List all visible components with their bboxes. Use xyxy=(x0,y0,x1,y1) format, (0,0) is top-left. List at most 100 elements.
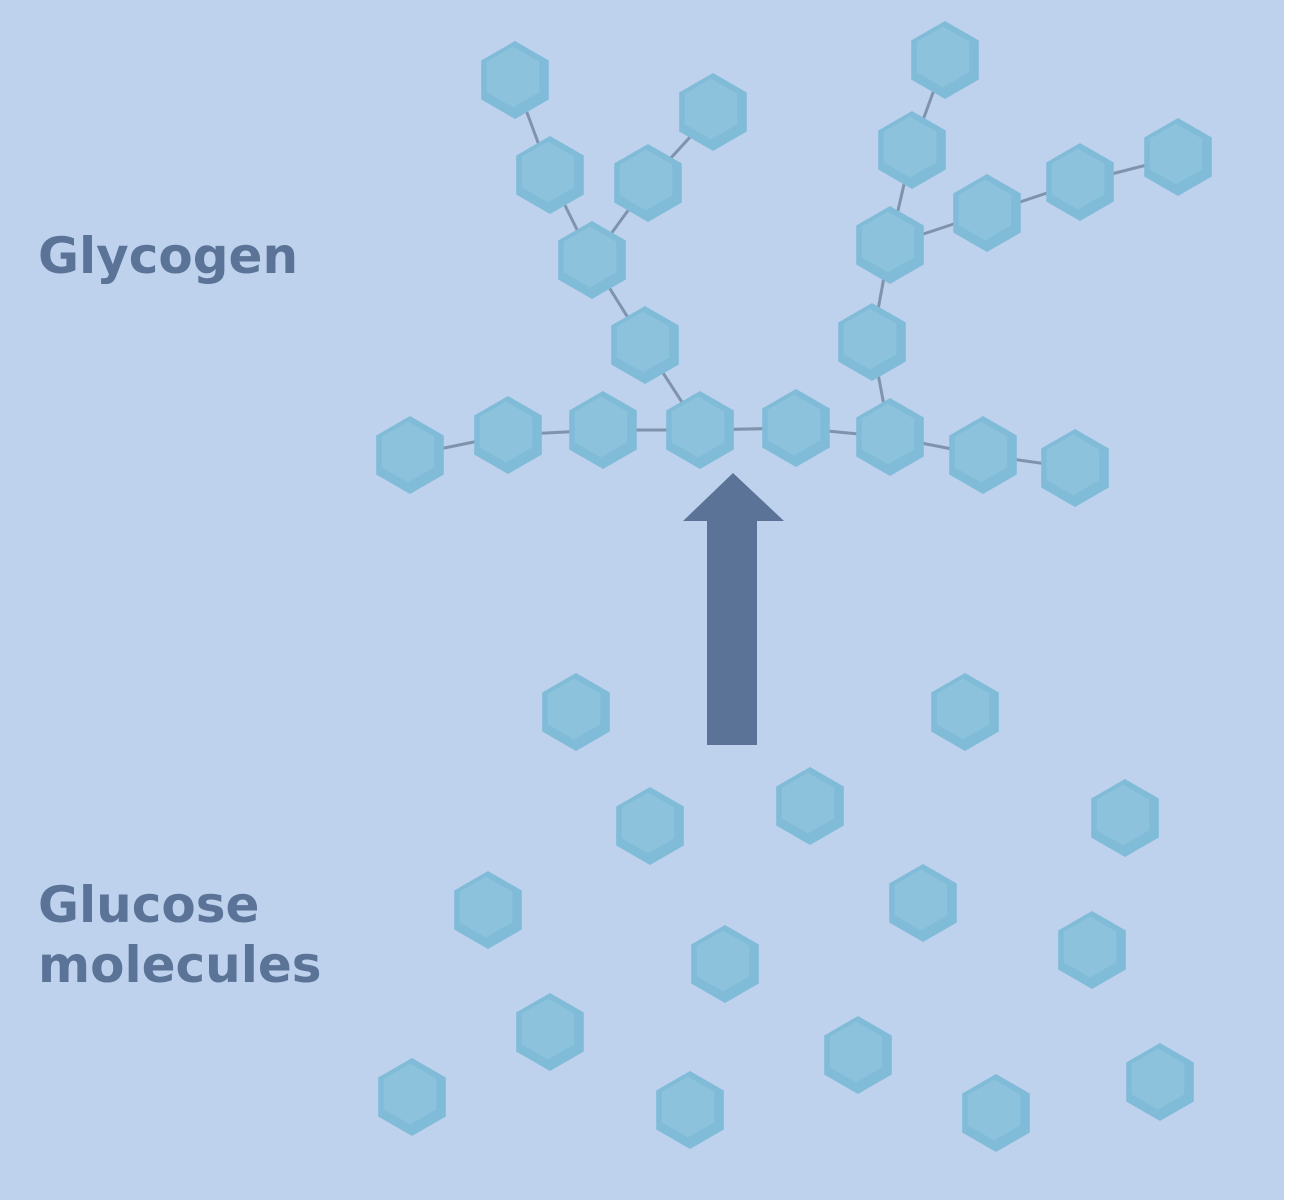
free-glucose-molecule xyxy=(1058,911,1126,989)
glycogen-glucose-unit xyxy=(762,389,830,467)
hexagon-highlight xyxy=(574,396,628,458)
free-glucose-molecule xyxy=(931,673,999,751)
hexagon-highlight xyxy=(1131,1048,1185,1110)
hexagon-highlight xyxy=(563,226,617,288)
hexagon-highlight xyxy=(967,1079,1021,1141)
glycogen-glucose-unit xyxy=(376,416,444,494)
glycogen-glucose-unit xyxy=(611,306,679,384)
hexagon-shape xyxy=(1046,143,1114,221)
hexagon-shape xyxy=(558,221,626,299)
hexagon-shape xyxy=(878,111,946,189)
glycogen-glucose-unit xyxy=(474,396,542,474)
glycogen-glucose-unit xyxy=(878,111,946,189)
hexagon-shape xyxy=(856,206,924,284)
free-glucose-molecule xyxy=(656,1071,724,1149)
free-glucose-molecule xyxy=(691,925,759,1003)
glycogen-glucose-unit xyxy=(679,73,747,151)
hexagon-highlight xyxy=(621,792,675,854)
hexagon-highlight xyxy=(684,78,738,140)
free-glucose-molecule xyxy=(1091,779,1159,857)
hexagon-shape xyxy=(949,416,1017,494)
hexagon-highlight xyxy=(916,26,970,88)
glucose-label-line2: molecules xyxy=(38,936,322,994)
hexagon-shape xyxy=(856,398,924,476)
free-glucose-molecule xyxy=(516,993,584,1071)
free-glucose-molecule xyxy=(962,1074,1030,1152)
hexagon-shape xyxy=(962,1074,1030,1152)
glycogen-glucose-unit xyxy=(1144,118,1212,196)
hexagon-highlight xyxy=(1149,123,1203,185)
hexagon-highlight xyxy=(829,1021,883,1083)
hexagon-highlight xyxy=(671,396,725,458)
glycogen-glucose-unit xyxy=(481,41,549,119)
up-arrow-icon xyxy=(683,473,784,745)
hexagon-highlight xyxy=(521,998,575,1060)
hexagon-highlight xyxy=(781,772,835,834)
hexagon-highlight xyxy=(383,1063,437,1125)
hexagon-shape xyxy=(516,993,584,1071)
hexagon-shape xyxy=(616,787,684,865)
hexagon-highlight xyxy=(958,179,1012,241)
free-glucose-molecule xyxy=(542,673,610,751)
glycogen-label: Glycogen xyxy=(38,226,298,286)
hexagon-highlight xyxy=(521,141,575,203)
hexagon-shape xyxy=(889,864,957,942)
hexagon-highlight xyxy=(1046,434,1100,496)
hexagon-shape xyxy=(481,41,549,119)
hexagon-shape xyxy=(614,144,682,222)
glycogen-glucose-unit xyxy=(614,144,682,222)
hexagon-shape xyxy=(679,73,747,151)
hexagon-shape xyxy=(931,673,999,751)
glucose-molecules-label: Glucose molecules xyxy=(38,875,322,995)
free-glucose-molecule xyxy=(824,1016,892,1094)
glycogen-glucose-unit xyxy=(856,398,924,476)
glycogen-glucose-unit xyxy=(1041,429,1109,507)
glycogen-glucose-unit xyxy=(558,221,626,299)
arrow-shape xyxy=(683,473,784,745)
hexagon-shape xyxy=(953,174,1021,252)
free-glucose-molecule xyxy=(378,1058,446,1136)
hexagon-highlight xyxy=(479,401,533,463)
hexagon-highlight xyxy=(486,46,540,108)
glycogen-glucose-unit xyxy=(1046,143,1114,221)
hexagon-highlight xyxy=(1063,916,1117,978)
glycogen-glucose-unit xyxy=(516,136,584,214)
hexagon-highlight xyxy=(861,403,915,465)
free-glucose-molecule xyxy=(776,767,844,845)
free-glucose-molecule xyxy=(616,787,684,865)
free-glucose-molecule xyxy=(1126,1043,1194,1121)
glycogen-glucose-unit xyxy=(953,174,1021,252)
hexagon-shape xyxy=(762,389,830,467)
hexagon-highlight xyxy=(661,1076,715,1138)
glycogen-chain xyxy=(376,21,1212,507)
hexagon-highlight xyxy=(936,678,990,740)
hexagon-shape xyxy=(474,396,542,474)
hexagon-shape xyxy=(666,391,734,469)
hexagon-shape xyxy=(569,391,637,469)
hexagon-shape xyxy=(1144,118,1212,196)
hexagon-shape xyxy=(824,1016,892,1094)
hexagon-shape xyxy=(378,1058,446,1136)
glycogen-glucose-unit xyxy=(949,416,1017,494)
hexagon-shape xyxy=(542,673,610,751)
glycogen-glucose-unit xyxy=(666,391,734,469)
hexagon-shape xyxy=(1058,911,1126,989)
hexagon-shape xyxy=(376,416,444,494)
hexagon-shape xyxy=(911,21,979,99)
hexagon-shape xyxy=(516,136,584,214)
hexagon-highlight xyxy=(861,211,915,273)
hexagon-highlight xyxy=(619,149,673,211)
glycogen-label-text: Glycogen xyxy=(38,227,299,285)
hexagon-shape xyxy=(454,871,522,949)
hexagon-highlight xyxy=(954,421,1008,483)
hexagon-shape xyxy=(1126,1043,1194,1121)
hexagon-shape xyxy=(611,306,679,384)
hexagon-highlight xyxy=(883,116,937,178)
free-glucose-molecule xyxy=(889,864,957,942)
hexagon-shape xyxy=(838,303,906,381)
hexagon-highlight xyxy=(1096,784,1150,846)
hexagon-highlight xyxy=(767,394,821,456)
free-glucose-molecules xyxy=(378,673,1194,1152)
